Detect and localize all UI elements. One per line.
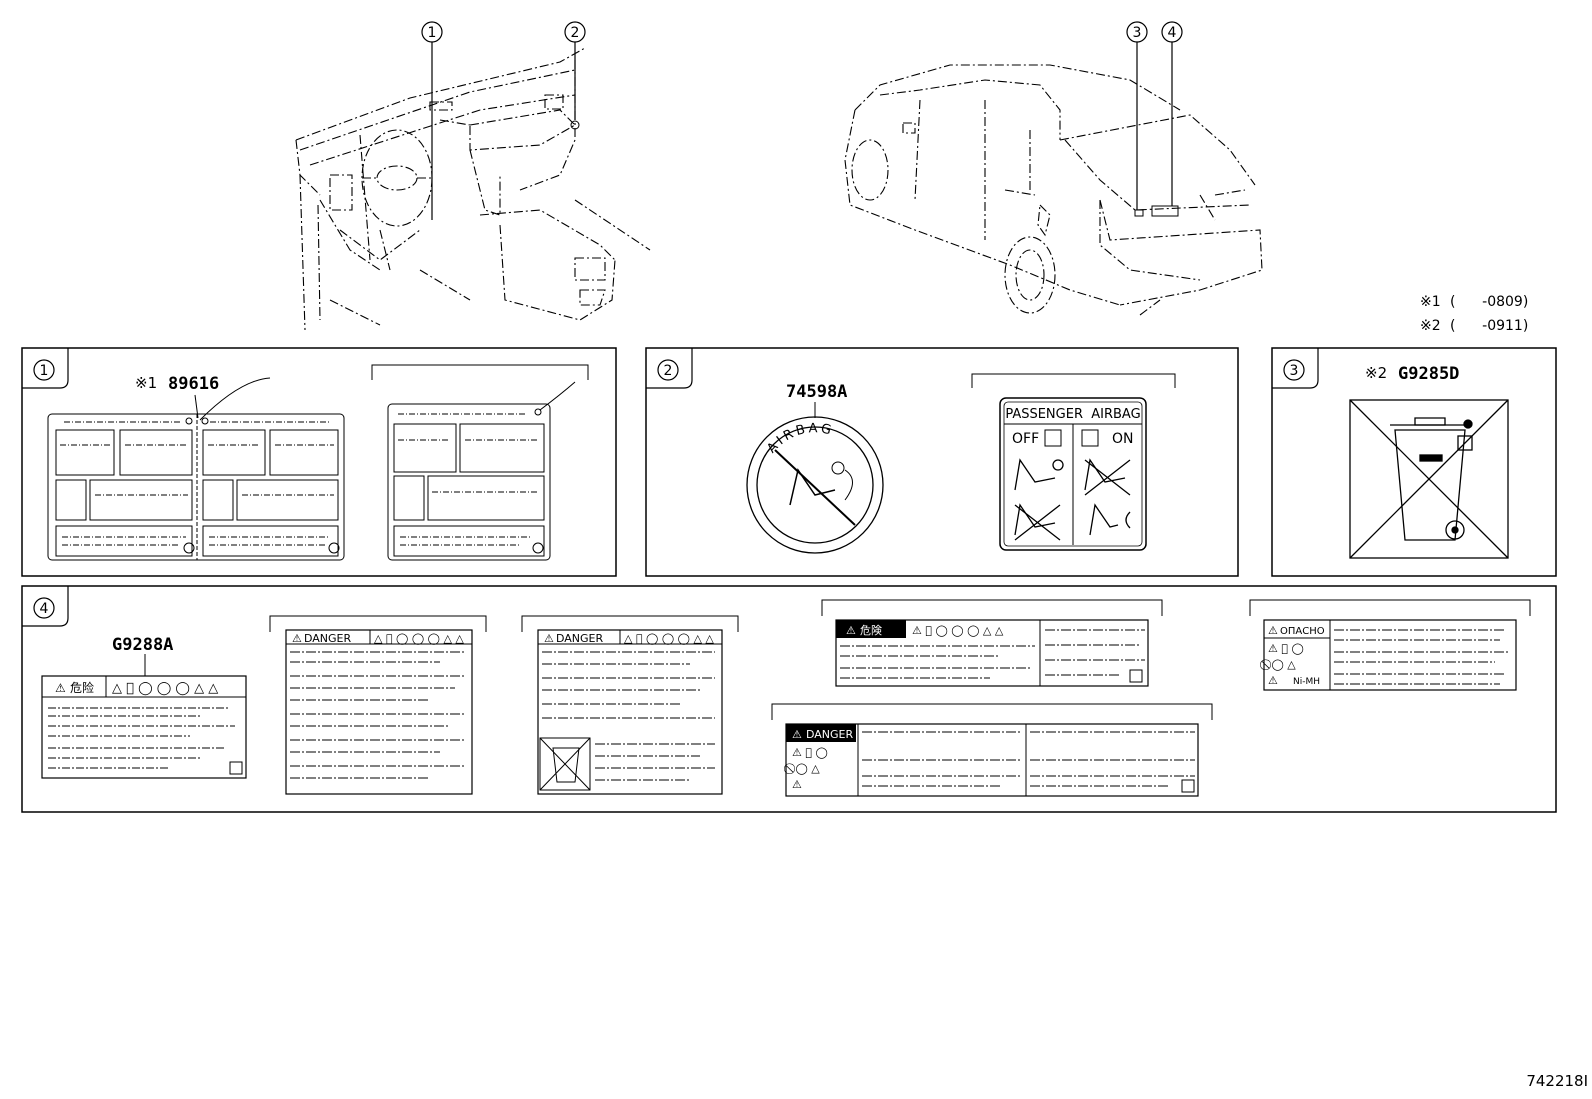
svg-text:⃠ ◯ △: ⃠ ◯ △ [1260, 658, 1296, 671]
svg-text:2: 2 [571, 25, 580, 41]
svg-text:ON: ON [1112, 431, 1134, 447]
panel-4: 4 G9288A ⚠ 危险 △ ⃠ ◯ ◯ ◯ △ △ ⚠ [21, 585, 1557, 813]
label-opasno: ⚠ ОПАСНО ⚠ ⃠ ◯ ⃠ ◯ △ ⚠ Ni-MH [1260, 619, 1517, 691]
part-mark: ※1 [135, 374, 157, 392]
svg-text:危险: 危险 [70, 680, 94, 695]
svg-text:( -0911): ( -0911) [1450, 318, 1528, 334]
callout-2: 2 [564, 21, 586, 43]
interior-sketch [295, 47, 651, 331]
warning-symbols: △ ⃠ ◯ ◯ ◯ △ △ [112, 681, 218, 696]
svg-text:3: 3 [1290, 363, 1299, 379]
svg-text:⚠: ⚠ [792, 728, 802, 741]
svg-text:⚠: ⚠ [292, 632, 302, 645]
part-number: G9285D [1398, 364, 1459, 384]
car-sketch [844, 64, 1263, 316]
svg-text:Ni-MH: Ni-MH [1293, 677, 1320, 687]
svg-text:2: 2 [664, 363, 673, 379]
svg-text:△ ⃠ ◯ ◯ ◯ △ △: △ ⃠ ◯ ◯ ◯ △ △ [624, 632, 714, 645]
svg-text:⚠: ⚠ [1268, 674, 1278, 687]
svg-text:⚠: ⚠ [846, 624, 856, 637]
label-89616-b [387, 403, 551, 561]
svg-text:4: 4 [40, 601, 49, 617]
svg-text:⚠ ⃠ ◯: ⚠ ⃠ ◯ [1268, 642, 1304, 655]
callout-4: 4 [1161, 21, 1183, 43]
svg-text:3: 3 [1133, 25, 1142, 41]
svg-text:4: 4 [1168, 25, 1177, 41]
svg-text:DANGER: DANGER [806, 728, 854, 741]
part-number: G9288A [112, 635, 173, 655]
recycle-bin-crossed-icon [1349, 399, 1509, 559]
svg-text:△ ⃠ ◯ ◯ ◯ △ △: △ ⃠ ◯ ◯ ◯ △ △ [374, 632, 464, 645]
label-g9288a: ⚠ 危险 △ ⃠ ◯ ◯ ◯ △ △ [41, 675, 247, 779]
airbag-sticker: AIRBAG [746, 416, 884, 554]
svg-text:DANGER: DANGER [304, 632, 352, 645]
label-89616-a [47, 413, 345, 561]
panel-1: 1 ※1 89616 [21, 347, 617, 577]
svg-text:( -0809): ( -0809) [1450, 294, 1528, 310]
svg-text:⚠: ⚠ [792, 778, 802, 791]
callout-3: 3 [1126, 21, 1148, 43]
svg-text:⃠ ◯ △: ⃠ ◯ △ [784, 762, 820, 775]
svg-text:PASSENGER AIRBAG: PASSENGER AIRBAG [1005, 407, 1140, 422]
part-mark: ※2 [1365, 364, 1387, 382]
note-2: ※2 ( -0911) [1420, 318, 1528, 334]
svg-text:※1: ※1 [1420, 294, 1441, 310]
svg-text:危険: 危険 [860, 624, 882, 637]
svg-text:DANGER: DANGER [556, 632, 604, 645]
label-kiken: ⚠ 危険 ⚠ ⃠ ◯ ◯ ◯ △ △ [835, 619, 1149, 687]
svg-text:⚠ ⃠ ◯ ◯ ◯ △ △: ⚠ ⃠ ◯ ◯ ◯ △ △ [912, 624, 1004, 637]
passenger-airbag-label: PASSENGER AIRBAG OFF ON [999, 397, 1147, 551]
svg-text:⚠: ⚠ [55, 681, 66, 695]
panel-3: 3 ※2 G9285D [1271, 347, 1557, 577]
label-danger-2: ⚠ DANGER △ ⃠ ◯ ◯ ◯ △ △ [537, 629, 723, 795]
part-number: 74598A [786, 382, 847, 402]
svg-text:1: 1 [40, 363, 49, 379]
label-danger-3: ⚠ DANGER ⚠ ⃠ ◯ ⃠ ◯ △ ⚠ [784, 723, 1199, 797]
note-1: ※1 ( -0809) [1420, 294, 1528, 310]
recycle-bin-crossed-icon [539, 737, 591, 791]
svg-text:⚠: ⚠ [544, 632, 554, 645]
svg-text:ОПАСНО: ОПАСНО [1280, 626, 1325, 637]
panel-2: 2 74598A AIRBAG PASSENGER AIRBAG OFF ON [645, 347, 1239, 577]
airbag-seat-icon [789, 468, 836, 506]
svg-text:⚠: ⚠ [1268, 624, 1278, 637]
svg-text:OFF: OFF [1012, 431, 1039, 447]
svg-text:1: 1 [428, 25, 437, 41]
callout-1: 1 [421, 21, 443, 43]
part-number: 89616 [168, 374, 219, 394]
svg-text:⚠ ⃠ ◯: ⚠ ⃠ ◯ [792, 746, 828, 759]
svg-text:※2: ※2 [1420, 318, 1441, 334]
figure-id: 742218I [1526, 1072, 1588, 1090]
label-danger-1: ⚠ DANGER △ ⃠ ◯ ◯ ◯ △ △ [285, 629, 473, 795]
